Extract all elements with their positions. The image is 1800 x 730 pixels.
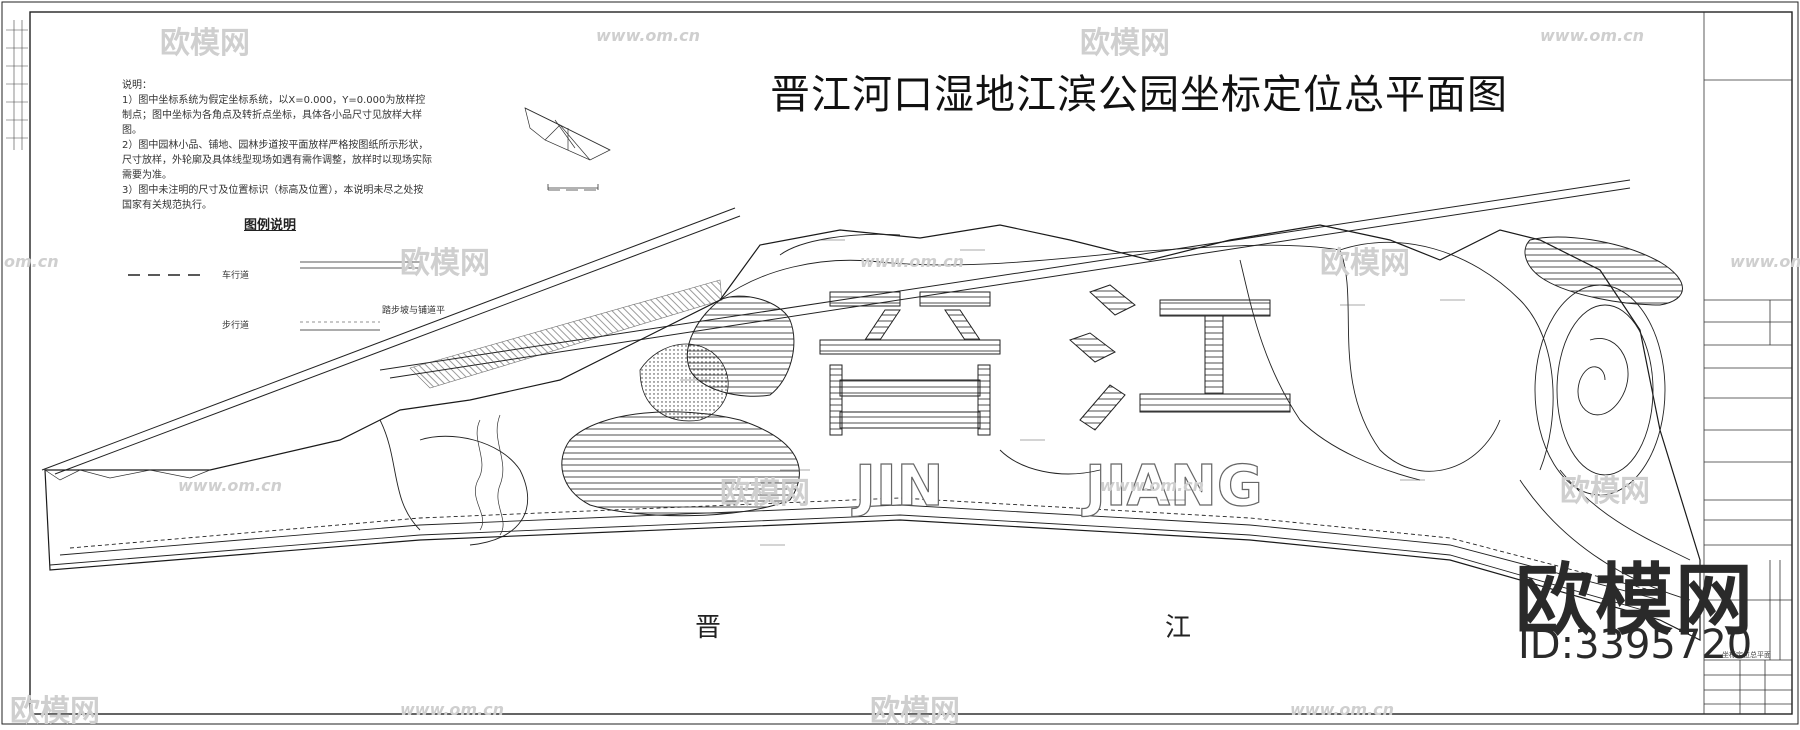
- legend-samples: [128, 261, 420, 331]
- brand-stamp: 欧模网: [1515, 556, 1756, 646]
- watermark-url: om.cn: [4, 252, 59, 271]
- watermark-url: www.om.cn: [1100, 476, 1205, 495]
- watermark-url: www.om.cn: [860, 252, 965, 271]
- river-label-jin: 晋: [695, 613, 722, 643]
- design-notes: 说明： 1）图中坐标系统为假定坐标系统，以X=0.000，Y=0.000为放样控…: [122, 78, 432, 213]
- watermark-url: www.om.cn: [1730, 252, 1800, 271]
- legend-label-carriageway: 车行道: [222, 271, 250, 281]
- big-outline-letters: JIN JIANG: [850, 453, 1263, 519]
- jin-character-plaza: [819, 291, 1001, 436]
- watermark-url: www.om.cn: [178, 476, 283, 495]
- watermark-brand: 欧模网: [1560, 474, 1650, 509]
- note-item: 2）图中园林小品、铺地、园林步道按平面放样严格按图纸所示形状，尺寸放样，外轮廓及…: [122, 140, 432, 181]
- riverside-promenade: [49, 497, 1661, 616]
- legend-label-steps: 踏步坡与铺道平: [382, 306, 446, 316]
- river-label-jiang: 江: [1165, 613, 1192, 643]
- watermark-brand: 欧模网: [160, 26, 250, 61]
- watermark-brand: 欧模网: [400, 246, 490, 281]
- drawing-title: 晋江河口湿地江滨公园坐标定位总平面图: [770, 72, 1508, 118]
- jiang-character-plaza: [1069, 284, 1291, 431]
- letters-jin: JIN: [851, 454, 944, 519]
- title-block: [1703, 12, 1792, 714]
- legend-label-footpath: 步行道: [222, 321, 250, 331]
- title-block-drawing-name: 坐标定位总平面: [1722, 651, 1771, 659]
- watermark-brand: 欧模网: [720, 476, 810, 511]
- north-arrow-icon: [524, 107, 611, 161]
- scale-bar: [547, 184, 599, 191]
- watermark-brand: 欧模网: [1320, 246, 1410, 281]
- watermark-url: www.om.cn: [400, 700, 505, 719]
- legend-title: 图例说明: [244, 218, 297, 233]
- plaza-dotted: [639, 343, 729, 422]
- watermark-brand: 欧模网: [1080, 26, 1170, 61]
- spiral-paths: [1519, 284, 1691, 601]
- watermark-url: www.om.cn: [596, 26, 701, 45]
- watermark-brand: 欧模网: [870, 694, 960, 729]
- pond-right: [1524, 236, 1683, 306]
- park-boundary: [44, 224, 1701, 641]
- walking-paths: [379, 233, 1554, 546]
- watermark-url: www.om.cn: [1540, 26, 1645, 45]
- note-item: 1）图中坐标系统为假定坐标系统，以X=0.000，Y=0.000为放样控制点；图…: [122, 95, 426, 136]
- watermark-brand: 欧模网: [10, 694, 100, 729]
- resource-id: ID:3395720: [1518, 622, 1753, 668]
- watermark-url: www.om.cn: [1290, 700, 1395, 719]
- inner-border: [29, 11, 1793, 715]
- notes-heading: 说明：: [122, 80, 152, 91]
- vegetation-left: [44, 414, 504, 536]
- letters-jiang: JIANG: [1081, 454, 1263, 519]
- note-item: 3）图中未注明的尺寸及位置标识（标高及位置），本说明未尽之处按国家有关规范执行。: [122, 185, 424, 211]
